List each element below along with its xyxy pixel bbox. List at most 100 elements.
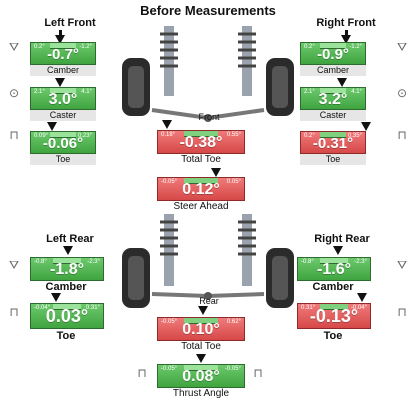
gauge-value: 0.10° bbox=[182, 321, 220, 338]
gauge-max: -2.3° bbox=[354, 259, 367, 265]
toe-label: Toe bbox=[323, 330, 343, 342]
gauge-value: -0.9° bbox=[317, 46, 349, 63]
gauge-min: -0.8° bbox=[301, 259, 314, 265]
gauge-max: -2.3° bbox=[87, 259, 100, 265]
toe-wheels-icon: ⊓ bbox=[397, 128, 407, 142]
gauge-min: -0.05° bbox=[161, 319, 178, 325]
front-total-toe-gauge: 0.18° 0.55° -0.38° bbox=[157, 130, 245, 154]
rear-total-toe-gauge: -0.05° 0.62° 0.10° bbox=[157, 317, 245, 341]
gauge-max: 0.62° bbox=[226, 319, 241, 325]
right-rear-label: Right Rear bbox=[314, 233, 370, 245]
toe-label: Toe bbox=[56, 330, 76, 342]
caster-wheel-icon: ⊙ bbox=[396, 86, 408, 100]
gauge-max: -1.2° bbox=[79, 44, 92, 50]
gauge-min: 0.2° bbox=[304, 133, 315, 139]
toe-label: Toe bbox=[300, 154, 366, 165]
left-front-label: Left Front bbox=[44, 17, 96, 29]
steer-ahead-label: Steer Ahead bbox=[173, 201, 229, 212]
arrow-down-icon bbox=[55, 35, 65, 44]
gauge-max: -0.04° bbox=[350, 305, 367, 311]
steer-ahead-gauge: -0.05° 0.05° 0.12° bbox=[157, 177, 245, 201]
gauge-value: 0.08° bbox=[182, 368, 220, 385]
gauge-max: 0.35° bbox=[347, 133, 362, 139]
right-front-toe-gauge: 0.2° 0.35° -0.31° bbox=[300, 131, 366, 154]
rear-caption: Rear bbox=[199, 296, 219, 306]
gauge-max: 4.1° bbox=[351, 89, 362, 95]
thrust-angle-icon: ⊓ bbox=[137, 366, 147, 380]
right-front-label: Right Front bbox=[316, 17, 376, 29]
camber-wheel-icon: ⛛ bbox=[396, 258, 408, 272]
arrow-down-icon bbox=[211, 168, 221, 177]
right-front-camber-gauge: 0.2° -1.2° -0.9° bbox=[300, 42, 366, 65]
gauge-min: 0.18° bbox=[161, 132, 176, 138]
camber-label: Camber bbox=[312, 281, 354, 293]
arrow-down-icon bbox=[198, 306, 208, 315]
camber-wheel-icon: ⛛ bbox=[8, 40, 20, 54]
gauge-min: -0.05° bbox=[161, 179, 178, 185]
rear-suspension-illustration bbox=[122, 214, 294, 308]
gauge-value: -1.8° bbox=[50, 261, 84, 278]
thrust-angle-icon: ⊓ bbox=[253, 366, 263, 380]
toe-wheels-icon: ⊓ bbox=[9, 305, 19, 319]
gauge-min: -0.05° bbox=[161, 366, 178, 372]
gauge-max: 0.23° bbox=[77, 133, 92, 139]
arrow-down-icon bbox=[162, 120, 172, 129]
gauge-value: 3.0° bbox=[48, 91, 78, 108]
left-front-toe-gauge: 0.09° 0.23° -0.06° bbox=[30, 131, 96, 154]
thrust-angle-label: Thrust Angle bbox=[172, 388, 230, 399]
left-front-caster-gauge: 2.1° 4.1° 3.0° bbox=[30, 87, 96, 110]
arrow-down-icon bbox=[196, 354, 206, 363]
gauge-min: 0.09° bbox=[34, 133, 49, 139]
arrow-down-icon bbox=[51, 293, 61, 302]
gauge-value: -1.6° bbox=[317, 261, 351, 278]
camber-wheel-icon: ⛛ bbox=[8, 258, 20, 272]
caster-label: Caster bbox=[300, 110, 366, 121]
page-title: Before Measurements bbox=[140, 3, 276, 18]
camber-label: Camber bbox=[45, 281, 87, 293]
arrow-down-icon bbox=[55, 78, 65, 87]
gauge-value: 3.2° bbox=[318, 91, 348, 108]
gauge-max: -0.05° bbox=[224, 366, 241, 372]
total-toe-label: Total Toe bbox=[181, 341, 221, 352]
gauge-min: 2.1° bbox=[304, 89, 315, 95]
toe-wheels-icon: ⊓ bbox=[9, 128, 19, 142]
toe-label: Toe bbox=[30, 154, 96, 165]
front-suspension-illustration bbox=[122, 26, 294, 122]
camber-label: Camber bbox=[300, 65, 366, 76]
arrow-down-icon bbox=[63, 246, 73, 255]
gauge-min: -0.8° bbox=[34, 259, 47, 265]
right-front-caster-gauge: 2.1° 4.1° 3.2° bbox=[300, 87, 366, 110]
gauge-value: -0.7° bbox=[47, 46, 79, 63]
gauge-max: -1.2° bbox=[349, 44, 362, 50]
total-toe-label: Total Toe bbox=[181, 154, 221, 165]
gauge-value: 0.03° bbox=[45, 306, 89, 326]
gauge-max: 0.05° bbox=[226, 179, 241, 185]
arrow-down-icon bbox=[345, 30, 348, 36]
gauge-min: 2.1° bbox=[34, 89, 45, 95]
gauge-max: 0.55° bbox=[226, 132, 241, 138]
gauge-value: -0.38° bbox=[179, 134, 223, 151]
caster-wheel-icon: ⊙ bbox=[8, 86, 20, 100]
arrow-down-icon bbox=[341, 35, 351, 44]
arrow-down-icon bbox=[47, 122, 57, 131]
gauge-value: -0.06° bbox=[42, 135, 84, 152]
left-rear-camber-gauge: -0.8° -2.3° -1.8° bbox=[30, 257, 104, 281]
gauge-min: 0.31° bbox=[301, 305, 316, 311]
gauge-max: 0.31° bbox=[85, 305, 100, 311]
gauge-min: 0.2° bbox=[304, 44, 315, 50]
arrow-down-icon bbox=[337, 78, 347, 87]
gauge-max: 4.1° bbox=[81, 89, 92, 95]
right-rear-toe-gauge: 0.31° -0.04° -0.13° bbox=[297, 303, 371, 329]
gauge-value: 0.12° bbox=[182, 181, 220, 198]
arrow-down-icon bbox=[59, 30, 62, 36]
front-caption: Front bbox=[198, 112, 220, 122]
gauge-min: 0.2° bbox=[34, 44, 45, 50]
gauge-value: -0.13° bbox=[309, 306, 359, 326]
camber-wheel-icon: ⛛ bbox=[396, 40, 408, 54]
gauge-value: -0.31° bbox=[312, 135, 354, 152]
arrow-down-icon bbox=[361, 122, 371, 131]
camber-label: Camber bbox=[30, 65, 96, 76]
left-front-camber-gauge: 0.2° -1.2° -0.7° bbox=[30, 42, 96, 65]
left-rear-label: Left Rear bbox=[46, 233, 94, 245]
gauge-min: -0.04° bbox=[34, 305, 51, 311]
